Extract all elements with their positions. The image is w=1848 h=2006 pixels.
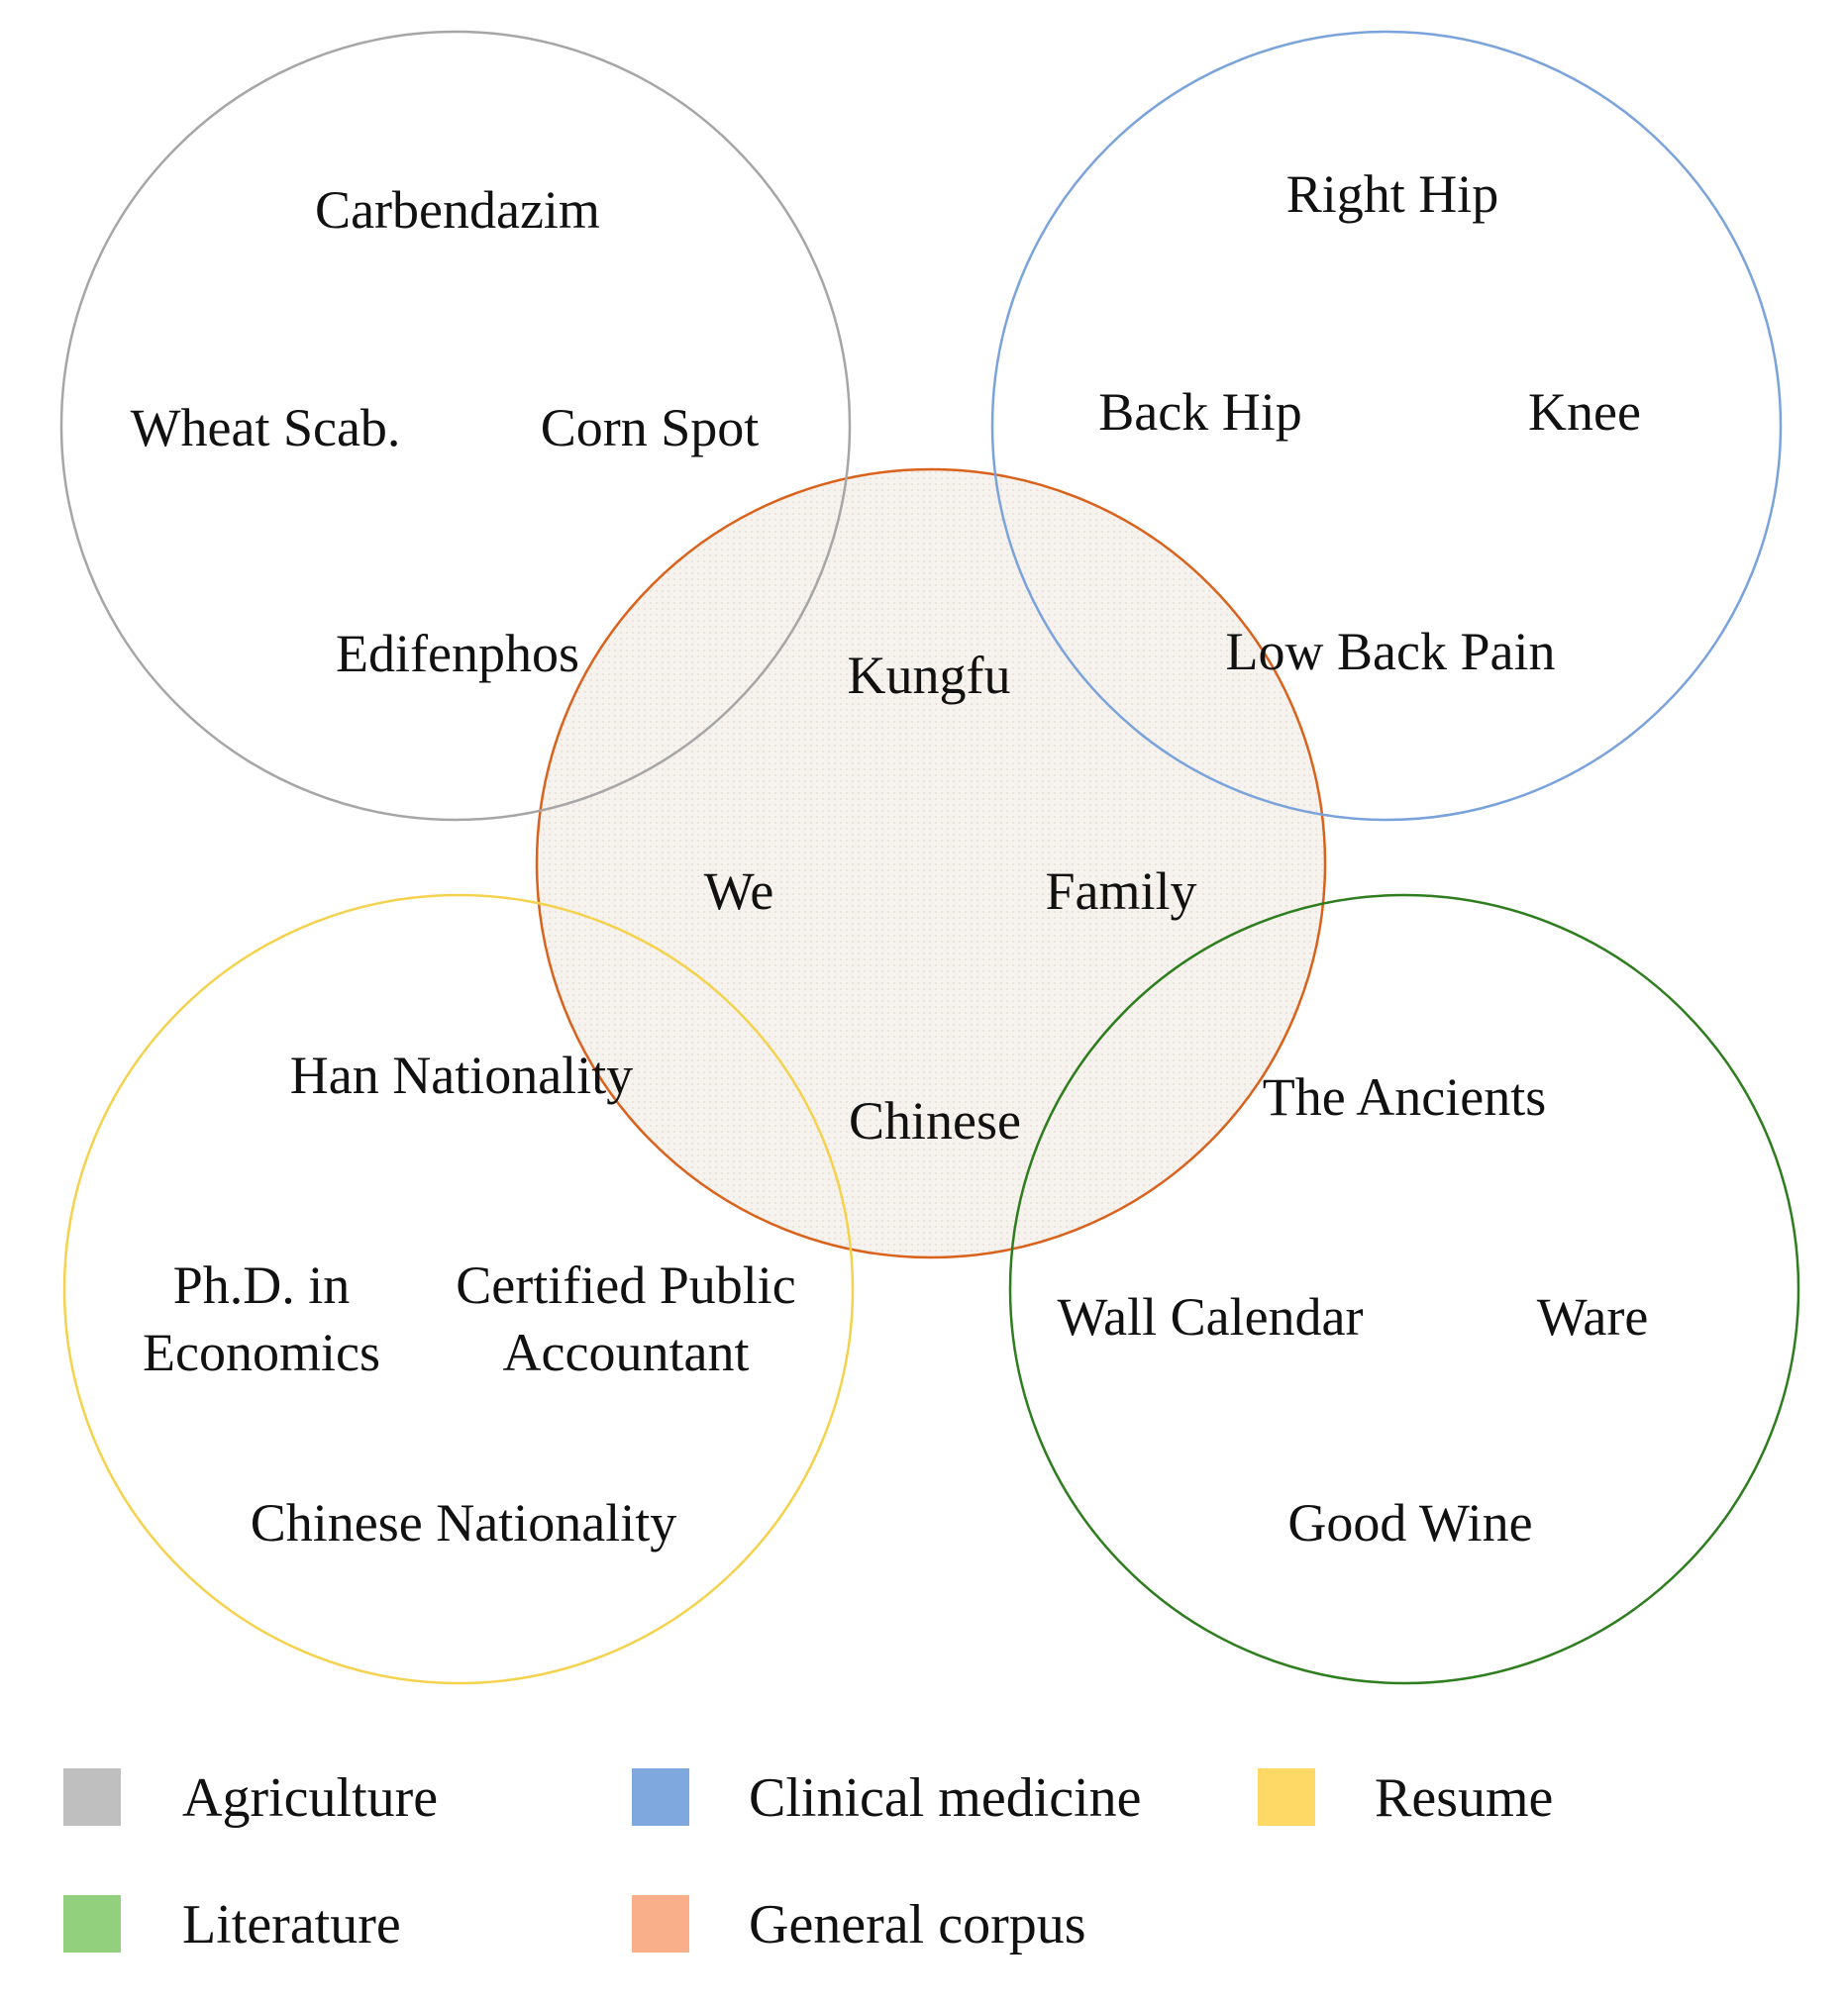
legend-swatch-literature — [63, 1895, 121, 1953]
legend-label-general: General corpus — [749, 1894, 1086, 1956]
term-wheat-scab: Wheat Scab. — [131, 398, 401, 457]
term-we: We — [704, 861, 774, 921]
legend-label-resume: Resume — [1375, 1767, 1553, 1829]
term-han-nationality: Han Nationality — [290, 1046, 633, 1105]
term-edifenphos: Edifenphos — [336, 624, 579, 683]
legend: Agriculture Clinical medicine Resume Lit… — [63, 1767, 1553, 1956]
term-chinese: Chinese — [849, 1091, 1021, 1151]
term-low-back-pain: Low Back Pain — [1226, 622, 1556, 681]
legend-label-agriculture: Agriculture — [182, 1767, 438, 1829]
agriculture-circle — [59, 30, 852, 822]
term-ware: Ware — [1537, 1287, 1649, 1347]
clinical-medicine-circle — [990, 30, 1783, 822]
legend-swatch-clinical — [632, 1768, 689, 1826]
term-carbendazim: Carbendazim — [315, 180, 600, 240]
legend-label-clinical: Clinical medicine — [749, 1767, 1142, 1829]
legend-swatch-agriculture — [63, 1768, 121, 1826]
term-phd-in: Ph.D. in — [173, 1255, 351, 1315]
term-wall-calendar: Wall Calendar — [1057, 1287, 1363, 1347]
legend-label-literature: Literature — [182, 1894, 401, 1956]
term-right-hip: Right Hip — [1286, 164, 1499, 224]
general-corpus-circle — [535, 467, 1327, 1259]
term-kungfu: Kungfu — [848, 646, 1011, 705]
term-the-ancients: The Ancients — [1263, 1067, 1546, 1127]
term-chinese-nationality: Chinese Nationality — [251, 1493, 676, 1553]
resume-circle — [62, 893, 855, 1685]
term-certified-public: Certified Public — [456, 1255, 795, 1315]
term-corn-spot: Corn Spot — [541, 398, 760, 457]
term-accountant: Accountant — [503, 1323, 750, 1382]
literature-circle — [1008, 893, 1800, 1685]
legend-swatch-general — [632, 1895, 689, 1953]
term-back-hip: Back Hip — [1098, 382, 1301, 442]
legend-swatch-resume — [1258, 1768, 1315, 1826]
term-knee: Knee — [1528, 382, 1641, 442]
term-good-wine: Good Wine — [1287, 1493, 1532, 1553]
term-family: Family — [1045, 861, 1196, 921]
term-economics: Economics — [143, 1323, 380, 1382]
